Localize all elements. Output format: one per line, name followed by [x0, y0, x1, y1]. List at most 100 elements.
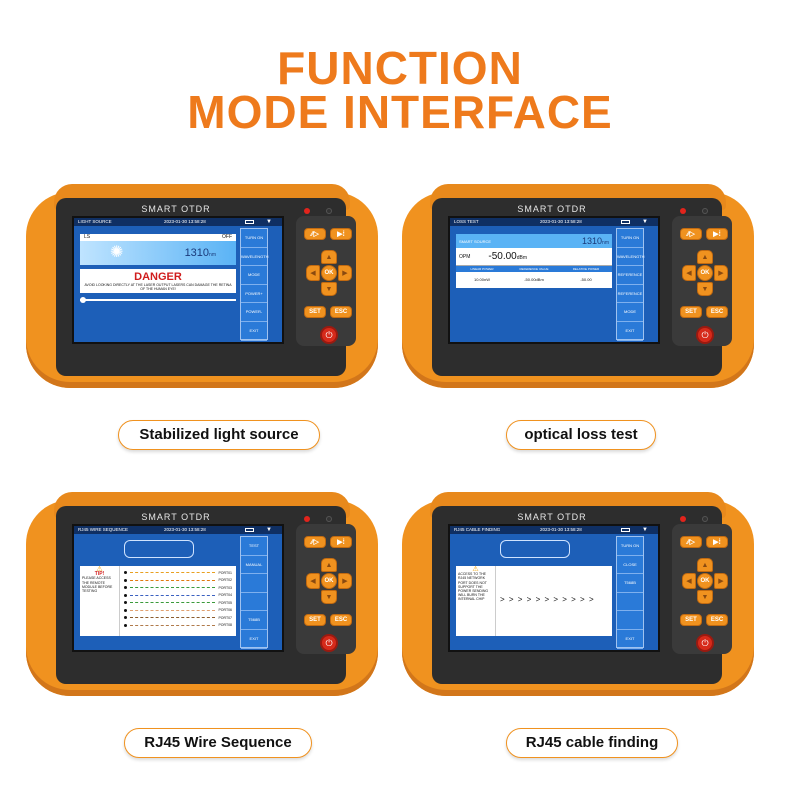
- side-menu-item[interactable]: MODE: [241, 266, 267, 285]
- status-date: 2023-01-30: [540, 219, 564, 224]
- wifi-icon: ▼: [266, 219, 272, 225]
- power-button[interactable]: ⏻: [320, 326, 338, 344]
- play-button[interactable]: ▶⁞: [330, 536, 352, 548]
- wavelength-value: 1310: [582, 236, 603, 246]
- dpad-down-button[interactable]: ▼: [321, 282, 337, 296]
- side-menu-item[interactable]: [241, 593, 267, 612]
- power-slider[interactable]: [80, 297, 236, 303]
- device-brand: SMART OTDR: [517, 512, 587, 522]
- vfl-button[interactable]: ⁄⁄▷: [680, 228, 702, 240]
- side-menu-item[interactable]: [617, 593, 643, 612]
- dpad-right-button[interactable]: ▶: [338, 573, 352, 589]
- dpad-down-button[interactable]: ▼: [697, 590, 713, 604]
- battery-icon: [245, 528, 254, 532]
- side-menu-item[interactable]: EXIT: [241, 322, 267, 341]
- side-menu-item[interactable]: CLOSE: [617, 556, 643, 575]
- port-row: PORT06: [124, 607, 232, 615]
- status-date: 2023-01-30: [164, 219, 188, 224]
- dpad-up-button[interactable]: ▲: [321, 250, 337, 264]
- wire-line: [130, 617, 216, 619]
- table-cell: -50.00: [580, 277, 592, 282]
- port-row: PORT01: [124, 569, 232, 577]
- device-brand: SMART OTDR: [141, 512, 211, 522]
- status-datetime: 2023-01-30 13:58:28: [540, 526, 582, 534]
- tip-text: PLEASE ACCESS THE REMOTE MODULE BEFORE T…: [82, 576, 113, 594]
- side-menu-item[interactable]: POWER+: [241, 285, 267, 304]
- power-button[interactable]: ⏻: [320, 634, 338, 652]
- side-menu-item[interactable]: [241, 574, 267, 593]
- wire-line: [130, 579, 216, 581]
- set-button[interactable]: SET: [680, 306, 702, 318]
- opm-row: OPM-50.00dBm: [456, 248, 612, 266]
- power-button[interactable]: ⏻: [696, 634, 714, 652]
- dpad-right-button[interactable]: ▶: [714, 573, 728, 589]
- play-button[interactable]: ▶⁞: [706, 228, 728, 240]
- side-menu-item[interactable]: TURN ON: [241, 229, 267, 248]
- status-led: [326, 516, 332, 522]
- dpad-left-button[interactable]: ◀: [682, 265, 696, 281]
- set-button[interactable]: SET: [680, 614, 702, 626]
- opm-value-group: -50.00dBm: [488, 251, 527, 262]
- status-time: 13:58:28: [188, 219, 206, 224]
- battery-icon: [245, 220, 254, 224]
- side-menu-item[interactable]: EXIT: [617, 630, 643, 649]
- side-menu-item[interactable]: WAVELENGTH: [241, 248, 269, 267]
- side-menu-item[interactable]: TURN ON: [617, 229, 643, 248]
- side-menu-item[interactable]: T568B: [241, 611, 267, 630]
- slider-knob[interactable]: [80, 297, 86, 303]
- side-menu-item[interactable]: TURN ON: [617, 537, 643, 556]
- table-cell: 10.00nW: [473, 277, 490, 282]
- side-menu-item[interactable]: [617, 611, 643, 630]
- vfl-button[interactable]: ⁄⁄▷: [680, 536, 702, 548]
- status-date: 2023-01-30: [164, 527, 188, 532]
- mode-caption: RJ45 Wire Sequence: [124, 728, 312, 758]
- side-menu-item[interactable]: EXIT: [241, 630, 267, 649]
- port-dot: [124, 586, 127, 590]
- play-button[interactable]: ▶⁞: [330, 228, 352, 240]
- set-button[interactable]: SET: [304, 306, 326, 318]
- dpad-right-button[interactable]: ▶: [338, 265, 352, 281]
- esc-button[interactable]: ESC: [330, 306, 352, 318]
- dpad-left-button[interactable]: ◀: [306, 265, 320, 281]
- table-cell: -50.00dBm: [524, 277, 544, 282]
- dpad-down-button[interactable]: ▼: [321, 590, 337, 604]
- ok-button[interactable]: OK: [321, 265, 337, 281]
- dpad-left-button[interactable]: ◀: [306, 573, 320, 589]
- side-menu-item[interactable]: POWER-: [241, 303, 267, 322]
- side-menu-item[interactable]: MANUAL: [241, 556, 267, 575]
- side-menu-item[interactable]: T568B: [617, 574, 643, 593]
- set-button[interactable]: SET: [304, 614, 326, 626]
- ok-button[interactable]: OK: [697, 265, 713, 281]
- power-button[interactable]: ⏻: [696, 326, 714, 344]
- dpad-up-button[interactable]: ▲: [321, 558, 337, 572]
- esc-button[interactable]: ESC: [330, 614, 352, 626]
- dpad-up-button[interactable]: ▲: [697, 250, 713, 264]
- tip-box: ⚠TIP!PLEASE ACCESS THE REMOTE MODULE BEF…: [80, 566, 120, 636]
- vfl-button[interactable]: ⁄⁄▷: [304, 228, 326, 240]
- cable-finding-panel: ⚠ACCESS TO THE RJ45 NETWORK PORT DOES NO…: [456, 566, 612, 636]
- side-menu-item[interactable]: TEST: [241, 537, 267, 556]
- side-menu-item[interactable]: WAVELENGTH: [617, 248, 645, 267]
- esc-button[interactable]: ESC: [706, 614, 728, 626]
- esc-button[interactable]: ESC: [706, 306, 728, 318]
- status-title: RJ45 WIRE SEQUENCE: [78, 527, 129, 532]
- side-menu-item[interactable]: [617, 303, 643, 322]
- side-menu-item[interactable]: REFERENCE: [617, 266, 643, 285]
- side-menu-item[interactable]: EXIT: [617, 322, 643, 341]
- dpad-left-button[interactable]: ◀: [682, 573, 696, 589]
- dpad-right-button[interactable]: ▶: [714, 265, 728, 281]
- connection-diagram: [500, 540, 570, 558]
- ok-button[interactable]: OK: [697, 573, 713, 589]
- vfl-button[interactable]: ⁄⁄▷: [304, 536, 326, 548]
- dpad-down-button[interactable]: ▼: [697, 282, 713, 296]
- danger-title: DANGER: [134, 271, 182, 283]
- ok-button[interactable]: OK: [321, 573, 337, 589]
- side-menu-item[interactable]: REFERENCE MODE: [617, 285, 643, 314]
- power-led: [304, 208, 310, 214]
- status-datetime: 2023-01-30 13:58:28: [164, 218, 206, 226]
- play-button[interactable]: ▶⁞: [706, 536, 728, 548]
- dpad-up-button[interactable]: ▲: [697, 558, 713, 572]
